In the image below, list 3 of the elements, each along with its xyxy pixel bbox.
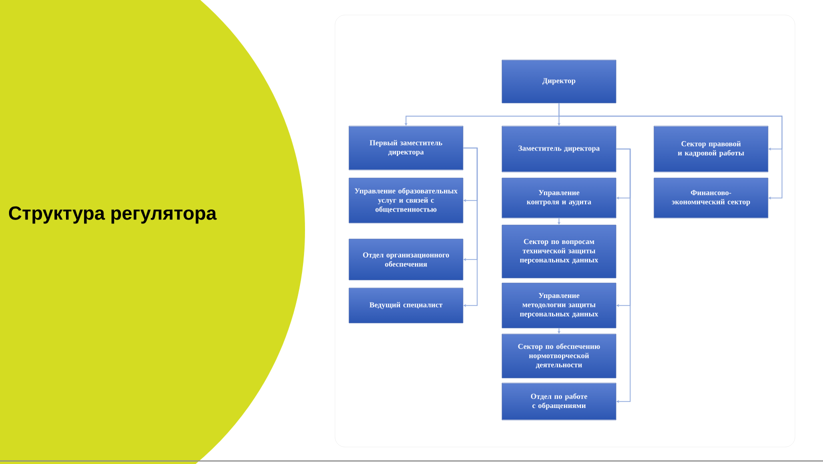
slide-title: Структура регулятора	[8, 206, 217, 224]
arrow	[462, 148, 478, 308]
arrow	[616, 148, 631, 404]
